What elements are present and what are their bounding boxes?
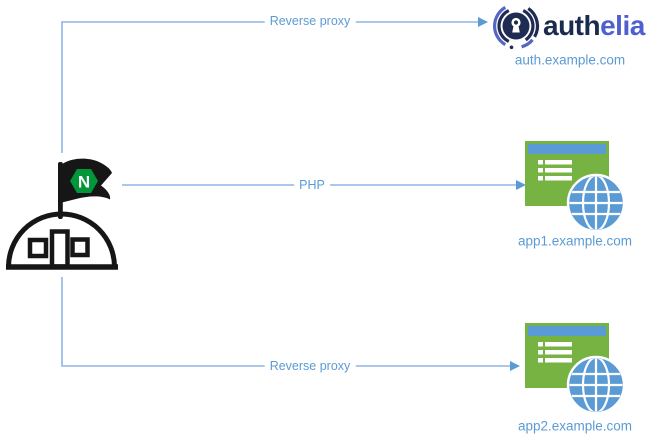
emblem-outer-left-arc xyxy=(492,6,507,46)
globe-icon xyxy=(566,355,626,415)
tent-window-left xyxy=(27,237,49,259)
nginx-base-camp-icon: N xyxy=(5,158,118,270)
app-title-bar xyxy=(528,326,606,336)
edge-label-php: PHP xyxy=(294,177,330,193)
node-label-auth: auth.example.com xyxy=(514,52,626,68)
app-title-bar xyxy=(528,144,606,154)
emblem-outer-right-arc xyxy=(527,7,540,38)
authelia-wordmark-dark: auth xyxy=(543,10,601,41)
emblem-inner-right-arc xyxy=(522,9,535,42)
list-icon xyxy=(538,342,572,363)
emblem-inner-left-arc xyxy=(497,9,510,43)
edge-nginx-authelia xyxy=(61,17,488,153)
nginx-hexagon xyxy=(70,169,98,193)
authelia-wordmark-light: elia xyxy=(600,10,645,41)
tent-door xyxy=(49,229,70,269)
arrowhead-to-authelia xyxy=(478,17,488,27)
emblem-outer-right-light-arc xyxy=(521,38,534,49)
arrowhead-to-app2 xyxy=(510,361,520,371)
node-label-app2: app2.example.com xyxy=(517,418,633,434)
arrowhead-to-app1 xyxy=(516,180,526,190)
keyhole-icon xyxy=(511,17,521,33)
tent-window-right xyxy=(70,237,90,258)
nginx-letter: N xyxy=(78,173,90,192)
list-icon xyxy=(538,160,572,181)
globe-icon xyxy=(566,173,626,233)
node-label-app1: app1.example.com xyxy=(517,233,633,249)
edge-label-reverse-proxy-bottom: Reverse proxy xyxy=(264,358,356,374)
emblem-dot xyxy=(509,45,514,50)
flag-pole xyxy=(58,162,63,219)
authelia-lock-emblem-icon xyxy=(492,6,540,50)
edge-label-reverse-proxy-top: Reverse proxy xyxy=(264,13,356,29)
edge-nginx-app2 xyxy=(61,277,520,371)
app1-web-application-icon xyxy=(525,141,626,233)
app2-web-application-icon xyxy=(525,323,626,415)
